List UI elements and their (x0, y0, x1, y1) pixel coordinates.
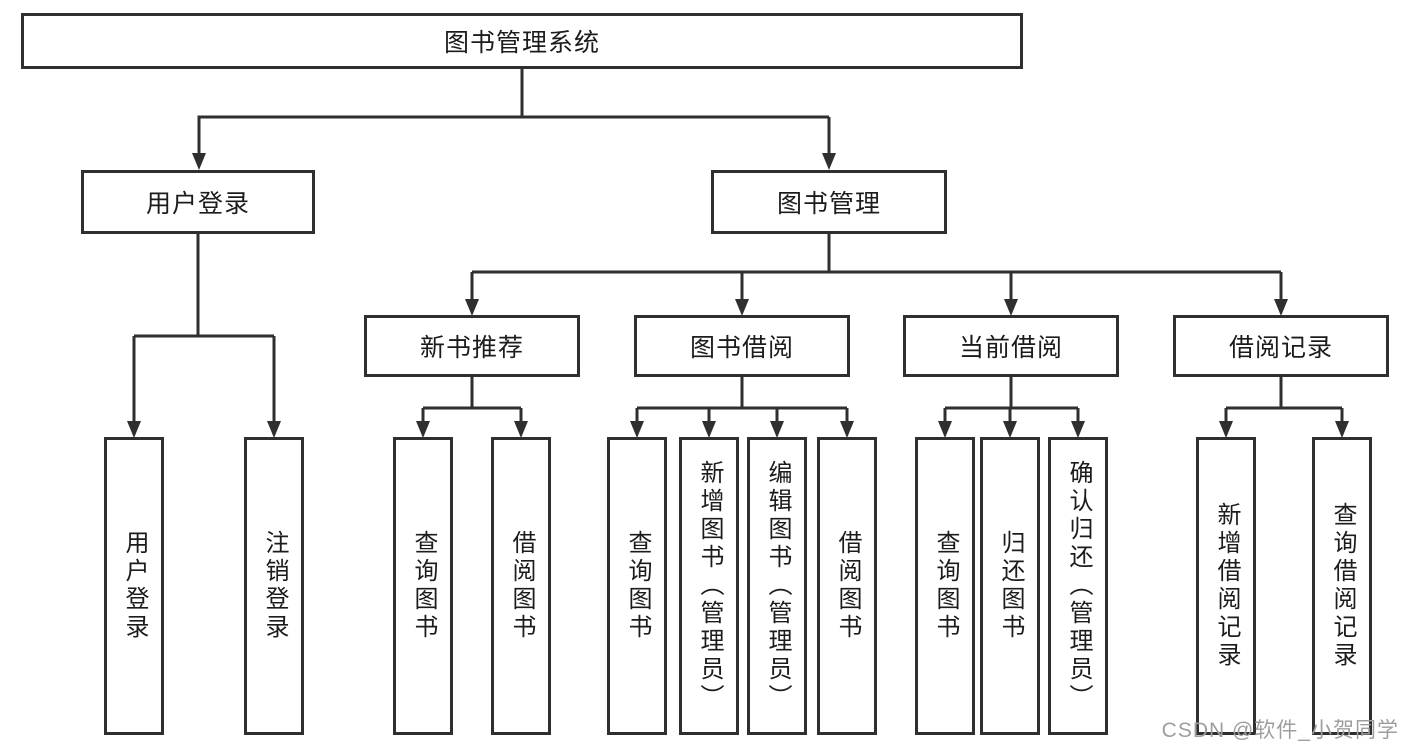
leaf-current-return-books-label: 归还图书 (997, 530, 1024, 642)
arrowhead-down-icon (1219, 421, 1233, 438)
arrowhead-down-icon (514, 421, 528, 438)
leaf-borrow-edit-books-admin-label: 编辑图书（管理员） (764, 460, 791, 712)
leaf-borrow-edit-books-admin: 编辑图书（管理员） (747, 437, 807, 735)
connector-user-login-to-children (127, 234, 281, 438)
leaf-current-confirm-return-admin-label: 确认归还（管理员） (1065, 460, 1092, 712)
leaf-recommend-borrow-books: 借阅图书 (491, 437, 551, 735)
leaf-records-add-record: 新增借阅记录 (1196, 437, 1256, 735)
leaf-borrow-query-books: 查询图书 (607, 437, 667, 735)
leaf-logout: 注销登录 (244, 437, 304, 735)
arrowhead-down-icon (1004, 299, 1018, 316)
arrowhead-down-icon (1335, 421, 1349, 438)
leaf-borrow-query-books-label: 查询图书 (624, 530, 651, 642)
arrowhead-down-icon (770, 421, 784, 438)
leaf-user-login: 用户登录 (104, 437, 164, 735)
arrowhead-down-icon (1071, 421, 1085, 438)
leaf-records-query-record: 查询借阅记录 (1312, 437, 1372, 735)
arrowhead-down-icon (465, 299, 479, 316)
arrowhead-down-icon (702, 421, 716, 438)
leaf-current-query-books: 查询图书 (915, 437, 975, 735)
node-borrow-records: 借阅记录 (1173, 315, 1389, 377)
leaf-borrow-add-books-admin-label: 新增图书（管理员） (696, 460, 723, 712)
arrowhead-down-icon (267, 421, 281, 438)
node-book-borrow-label: 图书借阅 (689, 334, 794, 362)
csdn-watermark: CSDN @软件_小贺同学 (1161, 719, 1399, 742)
node-root: 图书管理系统 (21, 13, 1023, 69)
node-current-borrow-label: 当前借阅 (958, 334, 1063, 362)
leaf-borrow-borrow-books: 借阅图书 (817, 437, 877, 735)
node-new-book-recommend-label: 新书推荐 (419, 334, 524, 362)
node-new-book-recommend: 新书推荐 (364, 315, 580, 377)
leaf-current-query-books-label: 查询图书 (932, 530, 959, 642)
arrowhead-down-icon (840, 421, 854, 438)
leaf-user-login-label: 用户登录 (121, 530, 148, 642)
leaf-borrow-add-books-admin: 新增图书（管理员） (679, 437, 739, 735)
arrowhead-down-icon (630, 421, 644, 438)
node-user-login: 用户登录 (81, 170, 315, 234)
leaf-recommend-borrow-books-label: 借阅图书 (508, 530, 535, 642)
node-user-login-label: 用户登录 (145, 190, 250, 218)
arrowhead-down-icon (1003, 421, 1017, 438)
connector-new-book-recommend-to-children (416, 377, 528, 438)
leaf-recommend-query-books-label: 查询图书 (410, 530, 437, 642)
node-borrow-records-label: 借阅记录 (1228, 334, 1333, 362)
leaf-logout-label: 注销登录 (261, 530, 288, 642)
node-root-label: 图书管理系统 (443, 29, 600, 57)
connector-book-borrow-to-children (630, 377, 854, 438)
leaf-records-query-record-label: 查询借阅记录 (1329, 502, 1356, 670)
arrowhead-down-icon (1274, 299, 1288, 316)
leaf-records-add-record-label: 新增借阅记录 (1213, 502, 1240, 670)
arrowhead-down-icon (127, 421, 141, 438)
node-current-borrow: 当前借阅 (903, 315, 1119, 377)
node-book-borrow: 图书借阅 (634, 315, 850, 377)
connector-root-to-level2 (192, 69, 836, 170)
arrowhead-down-icon (938, 421, 952, 438)
leaf-current-confirm-return-admin: 确认归还（管理员） (1048, 437, 1108, 735)
leaf-recommend-query-books: 查询图书 (393, 437, 453, 735)
arrowhead-down-icon (735, 299, 749, 316)
arrowhead-down-icon (192, 153, 206, 170)
arrowhead-down-icon (822, 153, 836, 170)
node-book-management: 图书管理 (711, 170, 947, 234)
node-book-management-label: 图书管理 (776, 190, 881, 218)
connector-book-management-to-sections (465, 234, 1288, 316)
leaf-current-return-books: 归还图书 (980, 437, 1040, 735)
arrowhead-down-icon (416, 421, 430, 438)
connector-borrow-records-to-children (1219, 377, 1349, 438)
connector-current-borrow-to-children (938, 377, 1085, 438)
leaf-borrow-borrow-books-label: 借阅图书 (834, 530, 861, 642)
